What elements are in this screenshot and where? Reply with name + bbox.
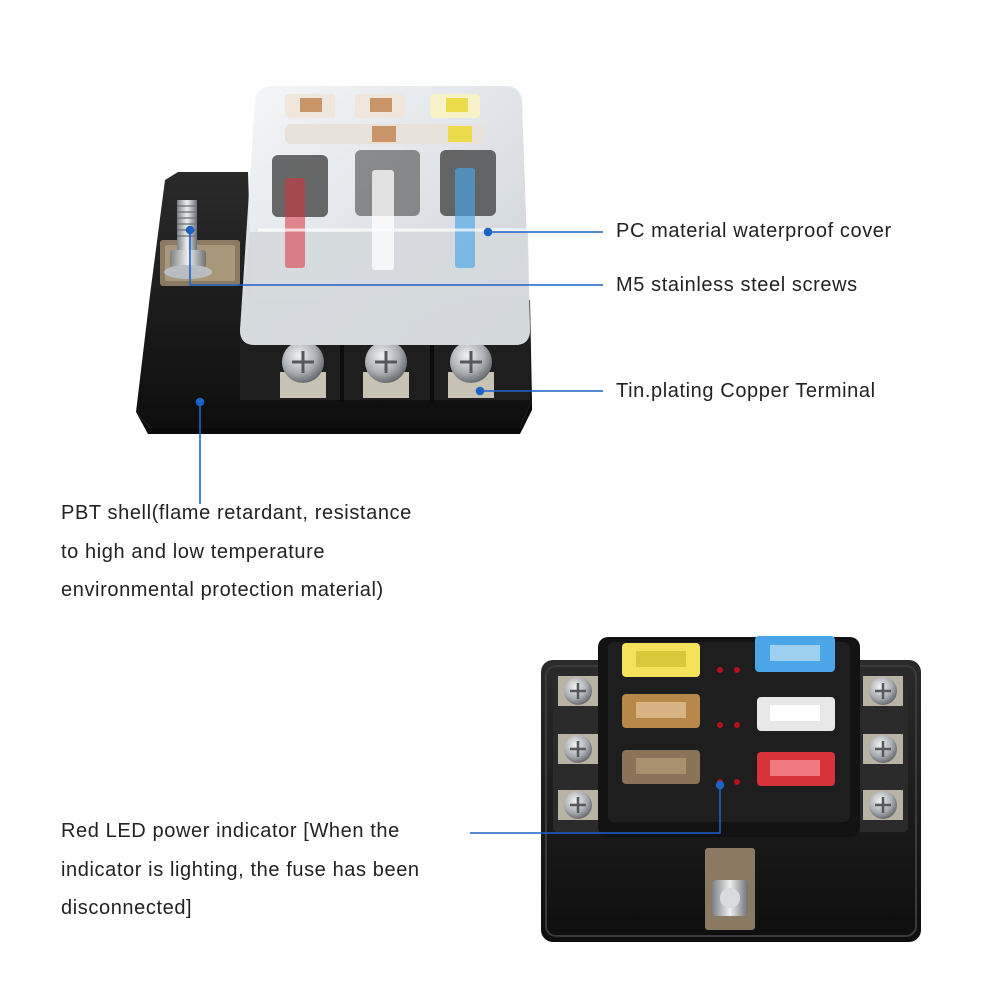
callout-shell-line: PBT shell(flame retardant, resistance bbox=[61, 502, 412, 524]
fuse-clear bbox=[757, 697, 835, 731]
terminal-screw bbox=[558, 790, 598, 820]
fuse-blue bbox=[755, 636, 835, 672]
waterproof-cover bbox=[240, 86, 530, 345]
callout-cover-label: PC material waterproof cover bbox=[616, 220, 892, 242]
callout-led-label: Red LED power indicator [When the indica… bbox=[61, 812, 420, 928]
callout-screws-label: M5 stainless steel screws bbox=[616, 274, 858, 296]
fuse-yellow bbox=[622, 643, 700, 677]
fuse-red bbox=[757, 752, 835, 786]
terminal-screw bbox=[280, 341, 326, 398]
callout-lines bbox=[185, 225, 725, 834]
terminal-screw bbox=[363, 341, 409, 398]
m5-stud-bolt bbox=[164, 200, 212, 279]
fuse-brown bbox=[622, 694, 700, 728]
terminal-screw bbox=[558, 676, 598, 706]
fuse-brown bbox=[622, 750, 700, 784]
callout-shell-line: to high and low temperature bbox=[61, 540, 326, 563]
callout-shell-label: PBT shell(flame retardant, resistance to… bbox=[61, 494, 412, 610]
terminal-screw bbox=[448, 341, 494, 398]
terminal-screw bbox=[863, 790, 903, 820]
terminal-screw bbox=[863, 676, 903, 706]
terminal-screw bbox=[558, 734, 598, 764]
fuse-box-top-view bbox=[541, 636, 921, 942]
m5-stud-bolt bbox=[705, 848, 755, 930]
callout-shell-line: environmental protection material) bbox=[61, 579, 384, 601]
callout-terminal-label: Tin.plating Copper Terminal bbox=[616, 380, 876, 402]
callout-led-line: indicator is lighting, the fuse has been bbox=[61, 858, 420, 881]
callout-led-line: disconnected] bbox=[61, 897, 193, 919]
terminal-screw bbox=[863, 734, 903, 764]
fuse-box-side-view bbox=[136, 86, 532, 434]
callout-led-line: Red LED power indicator [When the bbox=[61, 820, 400, 842]
